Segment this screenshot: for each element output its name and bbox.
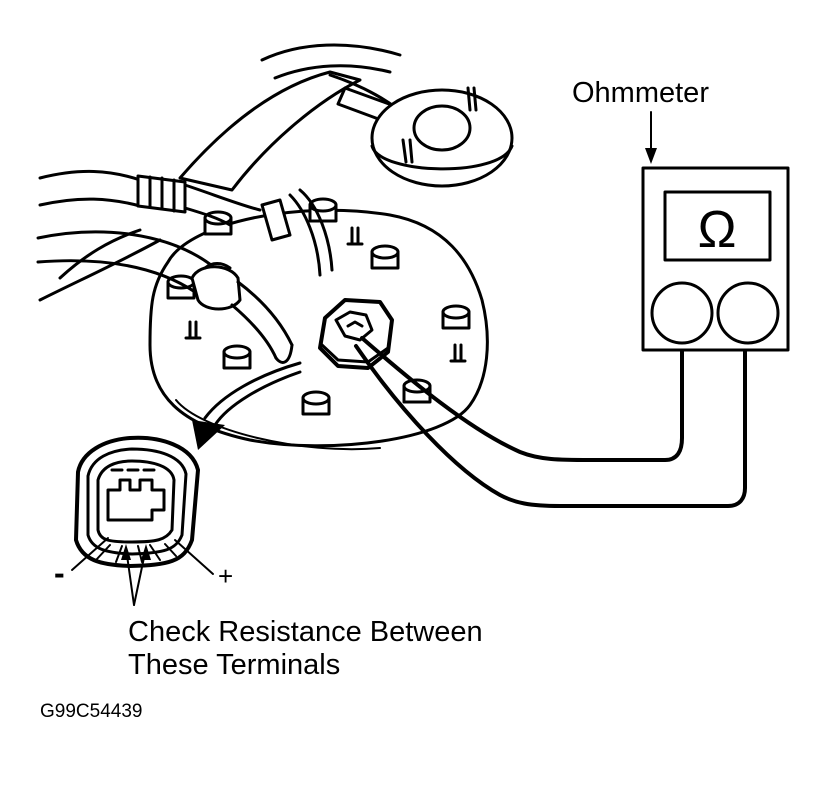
terminal-callout-lines [71, 537, 214, 606]
bolt [441, 304, 471, 330]
ohmmeter-jack-right [716, 281, 780, 345]
ohm-symbol: Ω [698, 201, 737, 259]
connector-detail [74, 435, 200, 568]
bolt [301, 390, 331, 416]
positive-terminal-label: + [218, 561, 233, 591]
sender-unit-cap [370, 86, 514, 188]
background-hoses [178, 43, 412, 192]
ohmmeter: Ω [641, 166, 790, 352]
caption-line-2: These Terminals [128, 649, 340, 681]
figure-id: G99C54439 [40, 701, 142, 722]
terminal-studs [184, 226, 467, 363]
fuel-hoses [36, 169, 334, 364]
ohmmeter-label: Ohmmeter [572, 77, 709, 109]
ohmmeter-jack-left [650, 281, 714, 345]
bolt [222, 344, 252, 370]
detail-arrow [192, 361, 302, 450]
caption-line-1: Check Resistance Between [128, 616, 483, 648]
pump-connector [318, 298, 394, 370]
ohmmeter-pointer [645, 111, 657, 164]
bolt [308, 197, 338, 223]
bolt [370, 244, 400, 270]
ohmmeter-test-leads [354, 336, 747, 508]
negative-terminal-label: - [54, 555, 65, 591]
